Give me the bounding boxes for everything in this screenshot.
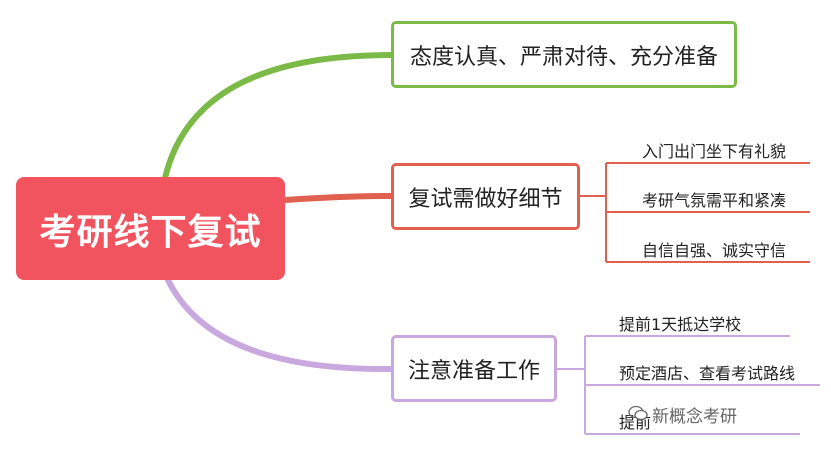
leaf-node: 自信自强、诚实守信	[642, 241, 787, 260]
connector-root-branch3	[165, 277, 394, 373]
root-node: 考研线下复试	[16, 177, 285, 280]
connector-root-branch1	[162, 52, 394, 181]
branch-node-details: 复试需做好细节	[391, 163, 580, 230]
leaf-node: 入门出门坐下有礼貌	[642, 142, 787, 161]
branch3-children-lines	[557, 335, 820, 435]
branch2-children-lines	[580, 162, 810, 263]
branch-node-attitude: 态度认真、严肃对待、充分准备	[391, 21, 737, 88]
watermark: 新概念考研	[652, 407, 737, 427]
branch-node-preparation: 注意准备工作	[391, 335, 557, 402]
leaf-node: 预定酒店、查看考试路线	[619, 364, 796, 383]
leaf-node: 考研气氛需平和紧凑	[642, 191, 787, 210]
connector-root-branch2	[282, 193, 394, 203]
wechat-icon	[628, 405, 648, 421]
leaf-node: 提前1天抵达学校	[619, 315, 742, 334]
